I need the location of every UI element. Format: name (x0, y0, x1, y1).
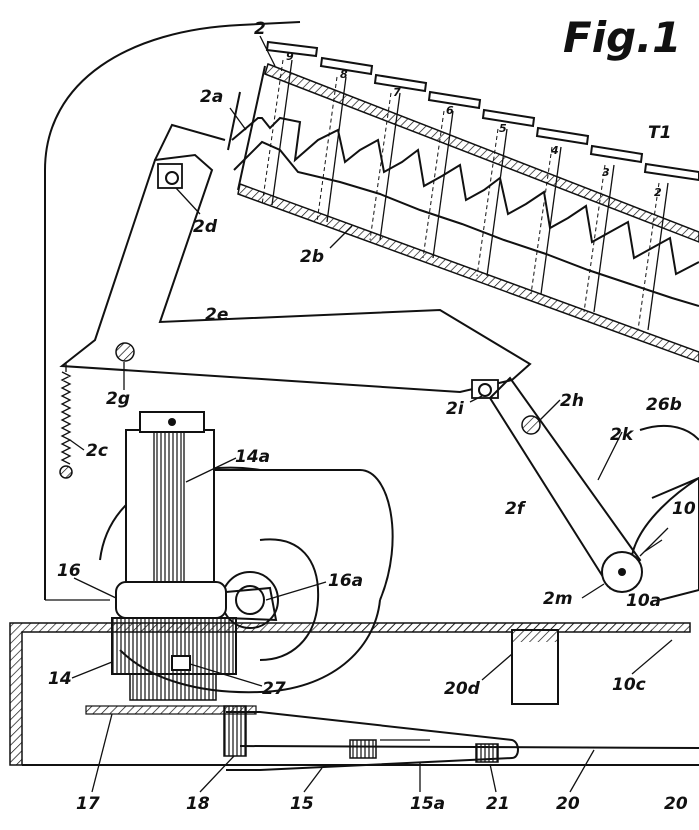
label-20: 20 (556, 794, 580, 814)
label-14: 14 (48, 669, 72, 689)
key-frame-2a (227, 40, 699, 363)
key-number-5: 5 (499, 122, 507, 135)
pin-2g (115, 342, 135, 362)
key-number-2: 2 (654, 186, 662, 199)
lever-2f (488, 376, 642, 590)
label-2h: 2h (560, 391, 584, 411)
label-2e: 2e (205, 305, 228, 325)
key-number-6: 6 (446, 104, 454, 117)
label-18: 18 (186, 794, 210, 814)
upper-key-plate (264, 63, 699, 243)
gear-plate (215, 469, 394, 601)
label-T1: T1 (648, 123, 671, 143)
spring-2c (59, 362, 73, 479)
collar-16 (115, 581, 227, 619)
lever-2e (59, 153, 532, 394)
block-20d (511, 629, 559, 705)
label-2c: 2c (86, 441, 108, 461)
label-15: 15 (290, 794, 314, 814)
base-plate (9, 622, 691, 766)
toothed-slider-2b (231, 116, 699, 276)
label-2m: 2m (543, 589, 573, 609)
key-stems (261, 59, 669, 331)
key-number-8: 8 (340, 68, 348, 81)
label-21: 21 (486, 794, 510, 814)
label-2i: 2i (446, 399, 465, 419)
key-number-9: 9 (286, 50, 294, 63)
label-27: 27 (262, 679, 286, 699)
key-tops (265, 40, 699, 182)
key-number-3: 3 (602, 166, 610, 179)
key-number-4: 4 (550, 144, 559, 157)
pin-27 (171, 655, 191, 671)
label-20d: 20d (444, 679, 481, 699)
label-2f: 2f (505, 499, 527, 519)
lower-key-plate (237, 182, 699, 363)
spring-10a (639, 527, 669, 557)
label-2: 2 (254, 19, 266, 39)
figure-title: Fig.1 (563, 13, 681, 62)
slide-15 (226, 711, 519, 771)
label-14a: 14a (235, 447, 270, 467)
label-2d: 2d (193, 217, 218, 237)
housing-outline (44, 21, 301, 600)
part-10 (651, 476, 699, 601)
label-16: 16 (57, 561, 81, 581)
label-15a: 15a (410, 794, 445, 814)
label-26b: 26b (646, 395, 682, 415)
screw-15a (349, 739, 377, 759)
pivot-2d (165, 171, 179, 185)
label-16a: 16a (328, 571, 363, 591)
label-10a: 10a (626, 591, 661, 611)
label-2b: 2b (300, 247, 324, 267)
label-10: 10 (672, 499, 696, 519)
upper-frame-link (154, 123, 226, 161)
pin-18 (223, 705, 247, 757)
label-17: 17 (76, 794, 100, 814)
label-2k: 2k (610, 425, 635, 445)
label-2g: 2g (106, 389, 130, 409)
stud-21 (475, 743, 499, 763)
plate-17 (85, 705, 257, 715)
key-number-7: 7 (393, 86, 401, 99)
leader-lines (69, 35, 673, 793)
bar-20 (239, 745, 699, 749)
arm-2k (631, 477, 699, 556)
pivot-2i (478, 383, 492, 397)
pin-2h (521, 415, 541, 435)
label-20-edge: 20 (664, 794, 688, 814)
label-2a: 2a (200, 87, 223, 107)
label-10c: 10c (612, 675, 646, 695)
